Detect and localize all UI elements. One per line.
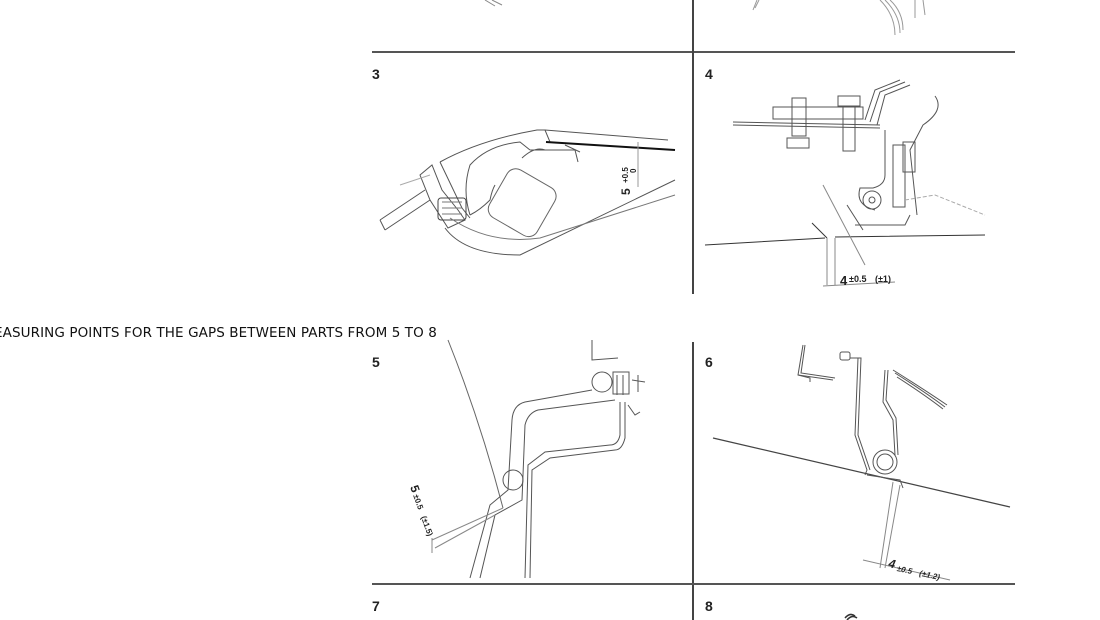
panel-5-number: 5 <box>372 354 380 370</box>
grid-divider-vertical-bottom <box>692 342 694 620</box>
panel-5-dimension-main: 5 <box>407 483 423 494</box>
panel-3-drawing: 5 +0.5 0 <box>370 50 690 300</box>
panel-4-drawing: 4 ±0.5 (±1) <box>695 50 1015 288</box>
panel-2-drawing-fragment <box>695 0 1015 50</box>
panel-3-dimension-main: 5 <box>619 188 633 195</box>
panel-6-number: 6 <box>705 354 713 370</box>
panel-6-drawing: 4 ±0.5 (±1.2) <box>695 340 1015 582</box>
panel-3-dimension-tol-upper: +0.5 <box>621 167 630 183</box>
panel-7-number: 7 <box>372 598 380 614</box>
panel-3-dimension-tol-lower: 0 <box>629 168 638 173</box>
panel-8-drawing-fragment <box>695 600 1015 620</box>
section-caption: EASURING POINTS FOR THE GAPS BETWEEN PAR… <box>0 325 437 341</box>
grid-divider-bottom <box>372 583 1015 585</box>
panel-6-dimension-tol: ±0.5 <box>896 564 914 576</box>
panel-5-drawing: 5 ±0.5 (±1.5) <box>407 340 690 590</box>
panel-6-dimension-main: 4 <box>886 556 897 571</box>
panel-3-number: 3 <box>372 66 380 82</box>
panel-4-dimension-extra: (±1) <box>875 274 891 284</box>
panel-5-dimension-tol: ±0.5 <box>411 493 425 511</box>
panel-8-number: 8 <box>705 598 713 614</box>
panel-6-dimension-extra: (±1.2) <box>918 569 941 582</box>
panel-4-dimension-tol: ±0.5 <box>849 274 866 284</box>
panel-4-dimension-main: 4 <box>840 273 848 288</box>
panel-5-dimension-extra: (±1.5) <box>419 515 435 538</box>
grid-divider-vertical-top <box>692 0 694 294</box>
panel-4-number: 4 <box>705 66 713 82</box>
panel-1-drawing-fragment <box>370 0 690 50</box>
